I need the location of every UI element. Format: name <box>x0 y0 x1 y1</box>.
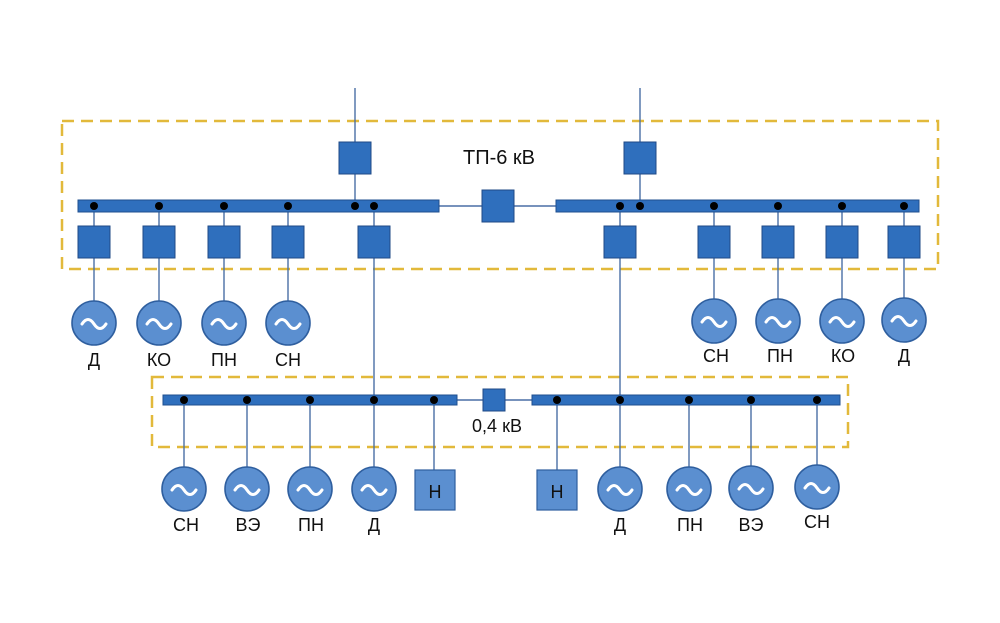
motor-icon <box>201 300 247 346</box>
feeder-breaker <box>603 225 637 259</box>
consumer-label: СН <box>173 515 199 535</box>
load-box-right <box>536 469 578 511</box>
consumer-label: ПН <box>298 515 324 535</box>
motor-icon <box>666 466 712 512</box>
motor-icon <box>224 466 270 512</box>
load-box-left <box>414 469 456 511</box>
feeder-breaker <box>357 225 391 259</box>
motor-icon <box>287 466 333 512</box>
feeder-breaker <box>761 225 795 259</box>
bus-04kv-title: 0,4 кВ <box>472 416 522 436</box>
feeder-breaker <box>271 225 305 259</box>
load-box-left-label: Н <box>429 482 442 502</box>
consumer-label: ВЭ <box>739 515 764 535</box>
consumer-label: СН <box>703 346 729 366</box>
feeder-breaker <box>77 225 111 259</box>
consumer-label: СН <box>804 512 830 532</box>
consumer-label: Д <box>614 515 626 535</box>
motor-icon <box>597 466 643 512</box>
consumer-label: КО <box>147 350 171 370</box>
motor-icon <box>881 297 927 343</box>
consumer-label: ВЭ <box>236 515 261 535</box>
substation-6kv-title: ТП-6 кВ <box>463 147 535 169</box>
consumer-label: СН <box>275 350 301 370</box>
bus-6kv-right <box>555 199 920 213</box>
motor-icon <box>794 464 840 510</box>
bus-04kv-frame <box>150 375 850 449</box>
bus-connection-nodes-6kv <box>90 202 908 210</box>
motor-icon <box>351 466 397 512</box>
consumer-label: Д <box>898 346 910 366</box>
bus-connection-nodes-04kv <box>180 396 821 404</box>
incoming-breaker-left <box>338 141 372 175</box>
bus-6kv-left <box>77 199 440 213</box>
consumer-label: ПН <box>677 515 703 535</box>
motor-icon <box>691 298 737 344</box>
incoming-breaker-right <box>623 141 657 175</box>
motor-icon <box>728 465 774 511</box>
feeder-breaker <box>142 225 176 259</box>
consumer-label: Д <box>368 515 380 535</box>
feeder-breaker <box>887 225 921 259</box>
consumer-label: ПН <box>767 346 793 366</box>
motor-icon <box>819 298 865 344</box>
bus-tie-breaker-6kv <box>481 189 515 223</box>
consumer-label: Д <box>88 350 100 370</box>
feeder-breaker <box>825 225 859 259</box>
motor-icon <box>755 298 801 344</box>
motor-icon <box>136 300 182 346</box>
bus-tie-breaker-04kv <box>482 388 506 412</box>
consumer-label: ПН <box>211 350 237 370</box>
motor-icon <box>265 300 311 346</box>
motor-icon <box>161 466 207 512</box>
consumer-label: КО <box>831 346 855 366</box>
feeder-breaker <box>207 225 241 259</box>
substation-6kv-frame <box>60 119 940 271</box>
load-box-right-label: Н <box>551 482 564 502</box>
feeder-breaker <box>697 225 731 259</box>
motor-icon <box>71 300 117 346</box>
